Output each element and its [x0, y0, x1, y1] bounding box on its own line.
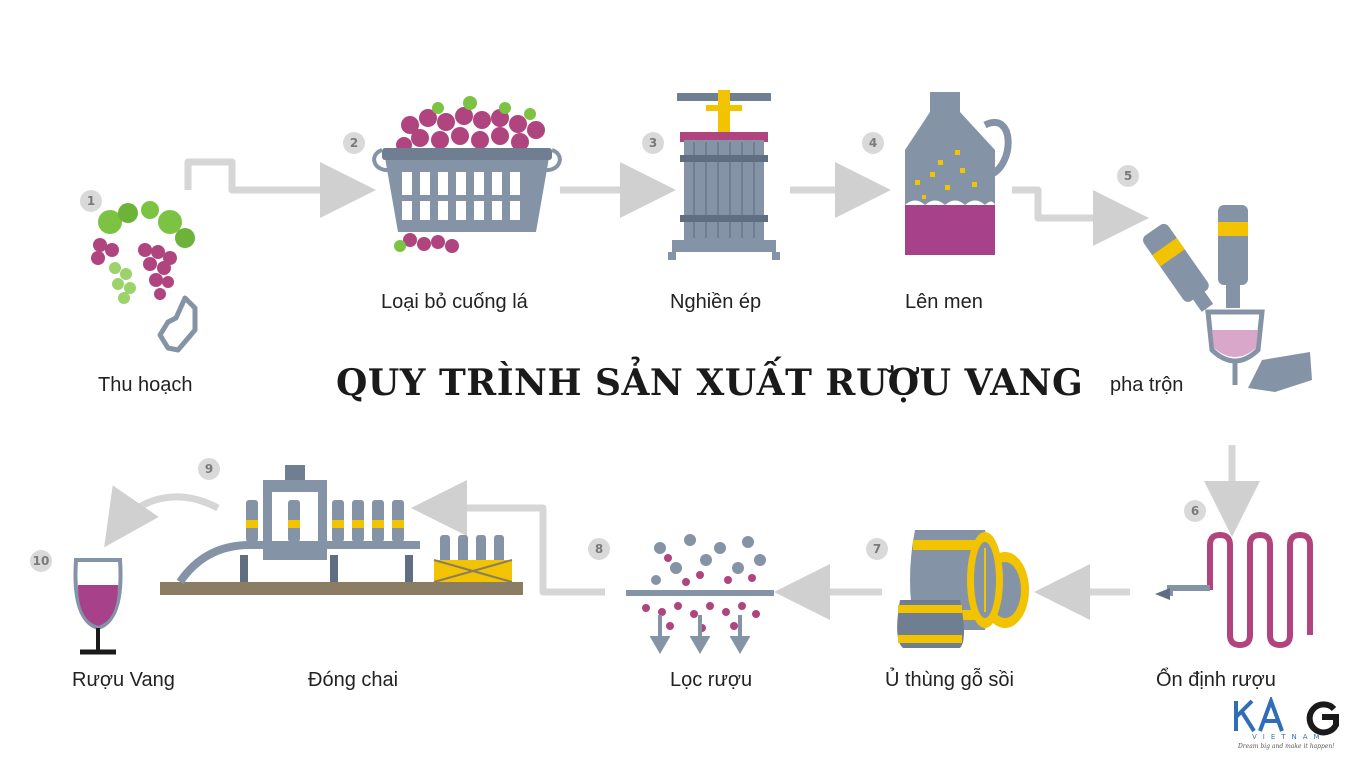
wine-press-icon — [668, 90, 780, 260]
step-number: 5 — [1117, 165, 1139, 187]
arrow-4-5 — [1012, 186, 1149, 246]
step-label-pha-tron: pha trộn — [1110, 374, 1184, 396]
logo-slogan: Dream big and make it happen! — [1238, 743, 1335, 750]
stabilization-coil-icon — [1207, 531, 1313, 649]
kag-logo — [1234, 697, 1339, 736]
step-label-thu-hoach: Thu hoạch — [98, 374, 193, 396]
step-label-loai-bo-cuong-la: Loại bỏ cuống lá — [381, 291, 528, 313]
grape-basket-icon — [372, 96, 562, 253]
filter-icon — [626, 534, 774, 654]
step-number: 3 — [642, 132, 664, 154]
step-number: 7 — [866, 538, 888, 560]
step-number: 2 — [343, 132, 365, 154]
fermentation-jug-icon — [905, 92, 1012, 255]
step-number: 6 — [1184, 500, 1206, 522]
arrow-1-2 — [184, 158, 376, 218]
arrow-9-10 — [104, 485, 220, 548]
arrow-8-9 — [411, 480, 605, 596]
step-label-nghien-ep: Nghiền ép — [670, 291, 762, 313]
oak-barrel-icon — [897, 530, 1029, 648]
step-number: 8 — [588, 538, 610, 560]
diagram-title: QUY TRÌNH SẢN XUẤT RƯỢU VANG — [336, 362, 1084, 404]
outflow-pipe — [1167, 585, 1210, 596]
step-number: 10 — [30, 550, 52, 572]
step-label-on-dinh-ruou: Ổn định rượu — [1156, 669, 1276, 691]
step-number: 9 — [198, 458, 220, 480]
step-number: 4 — [862, 132, 884, 154]
flow-arrows — [104, 158, 1260, 620]
step-number: 1 — [80, 190, 102, 212]
step-label-ruou-vang: Rượu Vang — [72, 669, 175, 691]
step-label-loc-ruou: Lọc rượu — [670, 669, 753, 691]
step-label-u-thung-go-soi: Ủ thùng gỗ sồi — [885, 669, 1014, 691]
bottling-line-icon — [160, 465, 523, 595]
blending-bottles-icon — [1143, 205, 1312, 392]
wine-glass-icon — [73, 558, 123, 655]
step-label-len-men: Lên men — [905, 291, 983, 313]
logo-sub: VIETNAM — [1252, 733, 1326, 741]
step-label-dong-chai: Đóng chai — [308, 669, 399, 691]
grape-harvest-icon — [91, 201, 198, 353]
